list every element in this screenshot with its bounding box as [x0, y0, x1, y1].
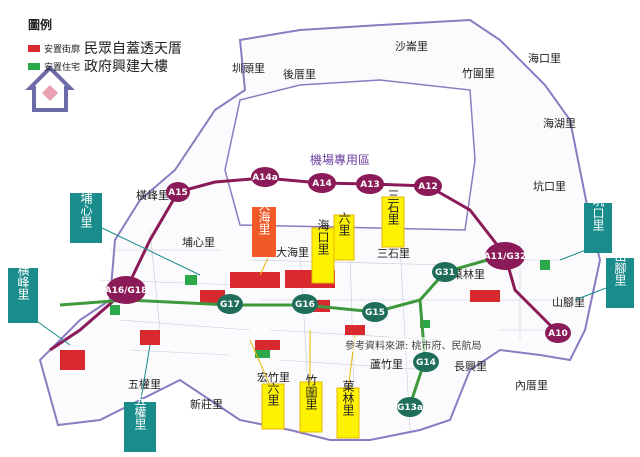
- station-marker[interactable]: [432, 262, 458, 282]
- airport-label: 機場專用區: [310, 152, 370, 167]
- airport-zone: [224, 79, 476, 231]
- callout-text: 六里: [337, 212, 351, 236]
- village-label: 五權里: [128, 378, 161, 391]
- village-label: 內厝里: [515, 379, 548, 392]
- orange-callout: 大海里: [252, 199, 276, 257]
- village-label: 坑口里: [533, 179, 566, 193]
- village-label: 海湖里: [543, 116, 576, 130]
- station-label: A12: [418, 182, 438, 192]
- station-marker[interactable]: [166, 182, 190, 202]
- callout-text: 海口里: [316, 218, 330, 255]
- legend-title: 圖例: [28, 18, 53, 32]
- legend-swatch-red: [28, 44, 40, 52]
- station-marker[interactable]: [356, 174, 384, 194]
- callout-text: 橫峰里: [16, 264, 30, 300]
- legend-big-label: 政府興建大樓: [84, 59, 169, 75]
- callout-text: 菓林里: [341, 380, 355, 416]
- callout-text: 五權里: [133, 394, 147, 430]
- green-line-stations: G17 G16 G15 G31 G14 G13a: [217, 262, 458, 417]
- red-line-stations: A14a A14 A13 A12 A15 A16/G18 A11/G32 A10: [105, 167, 571, 343]
- house-logo-icon: [25, 65, 75, 112]
- station-marker[interactable]: [485, 242, 525, 270]
- station-marker[interactable]: [292, 294, 318, 314]
- station-label: A13: [360, 180, 380, 190]
- callout-text: 山腳里: [613, 250, 627, 286]
- station-marker[interactable]: [413, 352, 439, 372]
- legend-small-label: 安置住宅: [44, 62, 81, 73]
- station-label: A15: [168, 188, 188, 198]
- village-label: 橫峰里: [136, 188, 169, 202]
- village-label: 長興里: [454, 360, 487, 373]
- village-label: 圳頭里: [232, 62, 265, 75]
- yellow-callouts: 海口里 六里 三石里 六里 竹圍里 菓林里: [261, 189, 405, 439]
- village-label: 蘆竹里: [370, 357, 403, 371]
- callout-text: 大海里: [257, 199, 271, 235]
- station-label: A11/G32: [484, 252, 527, 262]
- station-label: G31: [435, 268, 455, 278]
- station-label: A16/G18: [105, 286, 148, 296]
- station-marker[interactable]: [106, 276, 146, 304]
- callout-text: 竹圍里: [304, 374, 318, 410]
- station-label: G16: [295, 300, 315, 310]
- callout-text: 六里: [266, 382, 280, 406]
- station-marker[interactable]: [308, 173, 336, 193]
- callout-text: 埔心里: [79, 192, 93, 228]
- legend-swatch-green: [28, 62, 40, 70]
- station-label: A14: [312, 179, 332, 189]
- village-label: 埔心里: [182, 236, 215, 249]
- village-labels: 圳頭里 後厝里 沙崙里 竹圍里 海口里 海湖里 坑口里 橫峰里 埔心里 大海里 …: [128, 40, 585, 411]
- station-label: A14a: [252, 173, 278, 183]
- village-label: 海口里: [528, 51, 561, 65]
- village-label: 新莊里: [190, 397, 223, 411]
- airport-mrt-red-line: [177, 176, 560, 335]
- village-label: 菓林里: [452, 267, 485, 281]
- village-label: 沙崙里: [395, 40, 428, 53]
- housing-blocks: [110, 260, 550, 358]
- station-marker[interactable]: [414, 176, 442, 196]
- station-label: A10: [548, 329, 568, 339]
- village-label: 三石里: [377, 247, 410, 260]
- station-label: G13a: [397, 403, 423, 413]
- legend-row-blocks: 安置街廓 民眾自蓋透天厝: [28, 38, 182, 58]
- village-label: 後厝里: [283, 67, 316, 81]
- village-label: 竹圍里: [462, 66, 495, 80]
- station-label: G15: [365, 308, 385, 318]
- callout-text: 三石里: [386, 189, 400, 225]
- station-marker[interactable]: [217, 294, 243, 314]
- source-note: 參考資料來源: 桃市府、民航局: [345, 337, 482, 352]
- teal-callouts: 埔心里 橫峰里 五權里 坑口里 山腳里: [8, 192, 634, 452]
- legend-row-housing: 安置住宅 政府興建大樓: [28, 56, 168, 76]
- village-label: 大海里: [276, 245, 309, 259]
- station-label: G17: [220, 300, 240, 310]
- legend-small-label: 安置街廓: [44, 44, 81, 55]
- callout-leaders: [37, 227, 607, 406]
- station-marker[interactable]: [251, 167, 279, 187]
- legend-big-label: 民眾自蓋透天厝: [84, 41, 183, 57]
- station-marker[interactable]: [545, 323, 571, 343]
- station-marker[interactable]: [397, 397, 423, 417]
- station-label: G14: [416, 358, 436, 368]
- station-marker[interactable]: [362, 302, 388, 322]
- callout-text: 坑口里: [591, 194, 605, 231]
